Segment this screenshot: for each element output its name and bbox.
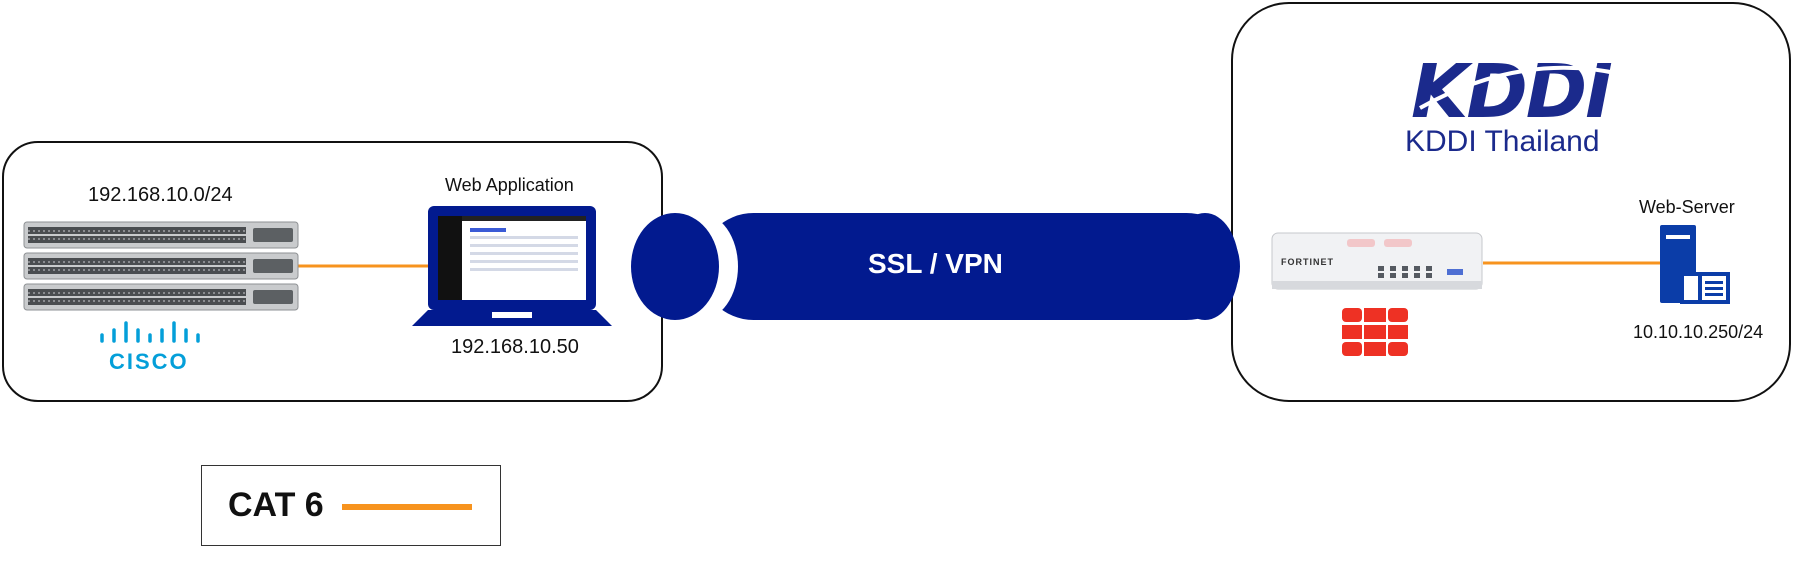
server-ip-label: 10.10.10.250/24: [1633, 322, 1764, 342]
kddi-logo-icon: KDDI: [1411, 49, 1621, 135]
legend-cable-swatch: [342, 504, 472, 510]
web-server-icon: [1660, 225, 1730, 304]
fortinet-brand-text: FORTINET: [1281, 257, 1334, 267]
network-switch-icon: [23, 221, 299, 311]
kddi-thailand-caption: KDDI Thailand: [1405, 125, 1600, 158]
subnet-label: 192.168.10.0/24: [88, 184, 233, 206]
cisco-logo-text: CISCO: [109, 349, 189, 374]
laptop-icon: [412, 206, 612, 326]
cable-legend: CAT 6: [201, 465, 501, 546]
firewall-appliance-icon: [1271, 232, 1483, 290]
web-server-title: Web-Server: [1639, 197, 1735, 217]
cisco-logo-icon: [100, 321, 200, 343]
svg-text:KDDI: KDDI: [1411, 49, 1611, 135]
vpn-tunnel-label: SSL / VPN: [868, 248, 1003, 279]
vpn-tunnel: [631, 213, 1240, 320]
fortinet-logo-icon: [1342, 308, 1408, 356]
legend-label: CAT 6: [228, 486, 324, 524]
web-application-title: Web Application: [445, 175, 574, 195]
client-ip-label: 192.168.10.50: [451, 336, 579, 358]
remote-site-zone: [1231, 2, 1791, 402]
